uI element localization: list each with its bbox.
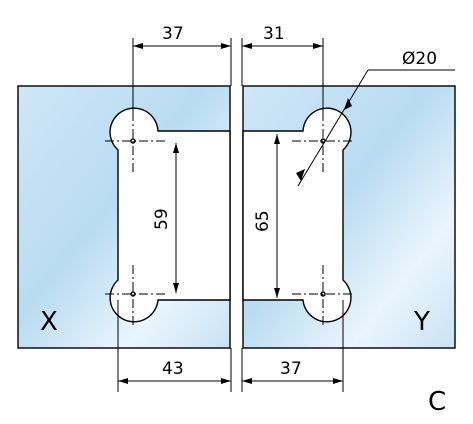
left-hinge-cutout [109, 107, 231, 323]
corner-label: C [428, 387, 446, 417]
side-label-y: Y [413, 307, 430, 337]
side-label-x: X [40, 307, 58, 337]
dim-vertical-left: 59 [152, 208, 172, 230]
dim-diameter: Ø20 [402, 49, 437, 69]
vertical-dimension-right [274, 134, 280, 298]
top-dimensions [132, 38, 324, 112]
dim-bottom-left: 43 [162, 359, 184, 379]
dim-bottom-right: 37 [280, 359, 302, 379]
dim-vertical-right: 65 [253, 210, 273, 232]
diameter-leader [296, 69, 455, 187]
dim-top-right: 31 [263, 24, 285, 44]
dim-top-left: 37 [162, 24, 184, 44]
vertical-dimension-left [173, 143, 179, 293]
center-lines [105, 112, 352, 325]
bottom-dimensions [117, 300, 344, 392]
right-hinge-cutout [242, 107, 352, 323]
gap-between-panels [231, 86, 242, 349]
